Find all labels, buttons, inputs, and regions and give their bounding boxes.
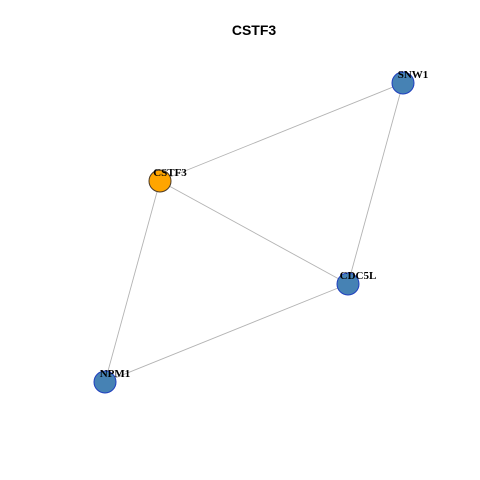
node-snw1: SNW1 bbox=[391, 69, 429, 95]
diagram-title: CSTF3 bbox=[232, 22, 277, 38]
edge-cstf3-cdc5l bbox=[159, 180, 349, 285]
node-circle-cstf3 bbox=[148, 169, 172, 193]
node-circle-snw1 bbox=[391, 71, 415, 95]
node-label-snw1: SNW1 bbox=[398, 69, 429, 81]
edge-cstf3-snw1 bbox=[159, 82, 404, 182]
edge-snw1-cdc5l bbox=[347, 82, 404, 285]
node-cdc5l: CDC5L bbox=[336, 270, 377, 296]
node-cstf3: CSTF3 bbox=[148, 167, 187, 193]
node-circle-npm1 bbox=[93, 370, 117, 394]
edge-cstf3-npm1 bbox=[104, 180, 161, 383]
node-label-cdc5l: CDC5L bbox=[340, 270, 377, 282]
edge-npm1-cdc5l bbox=[104, 283, 349, 383]
node-label-cstf3: CSTF3 bbox=[153, 167, 187, 179]
edge-layer bbox=[104, 82, 404, 383]
node-npm1: NPM1 bbox=[93, 368, 131, 394]
node-label-npm1: NPM1 bbox=[100, 368, 131, 380]
node-circle-cdc5l bbox=[336, 272, 360, 296]
